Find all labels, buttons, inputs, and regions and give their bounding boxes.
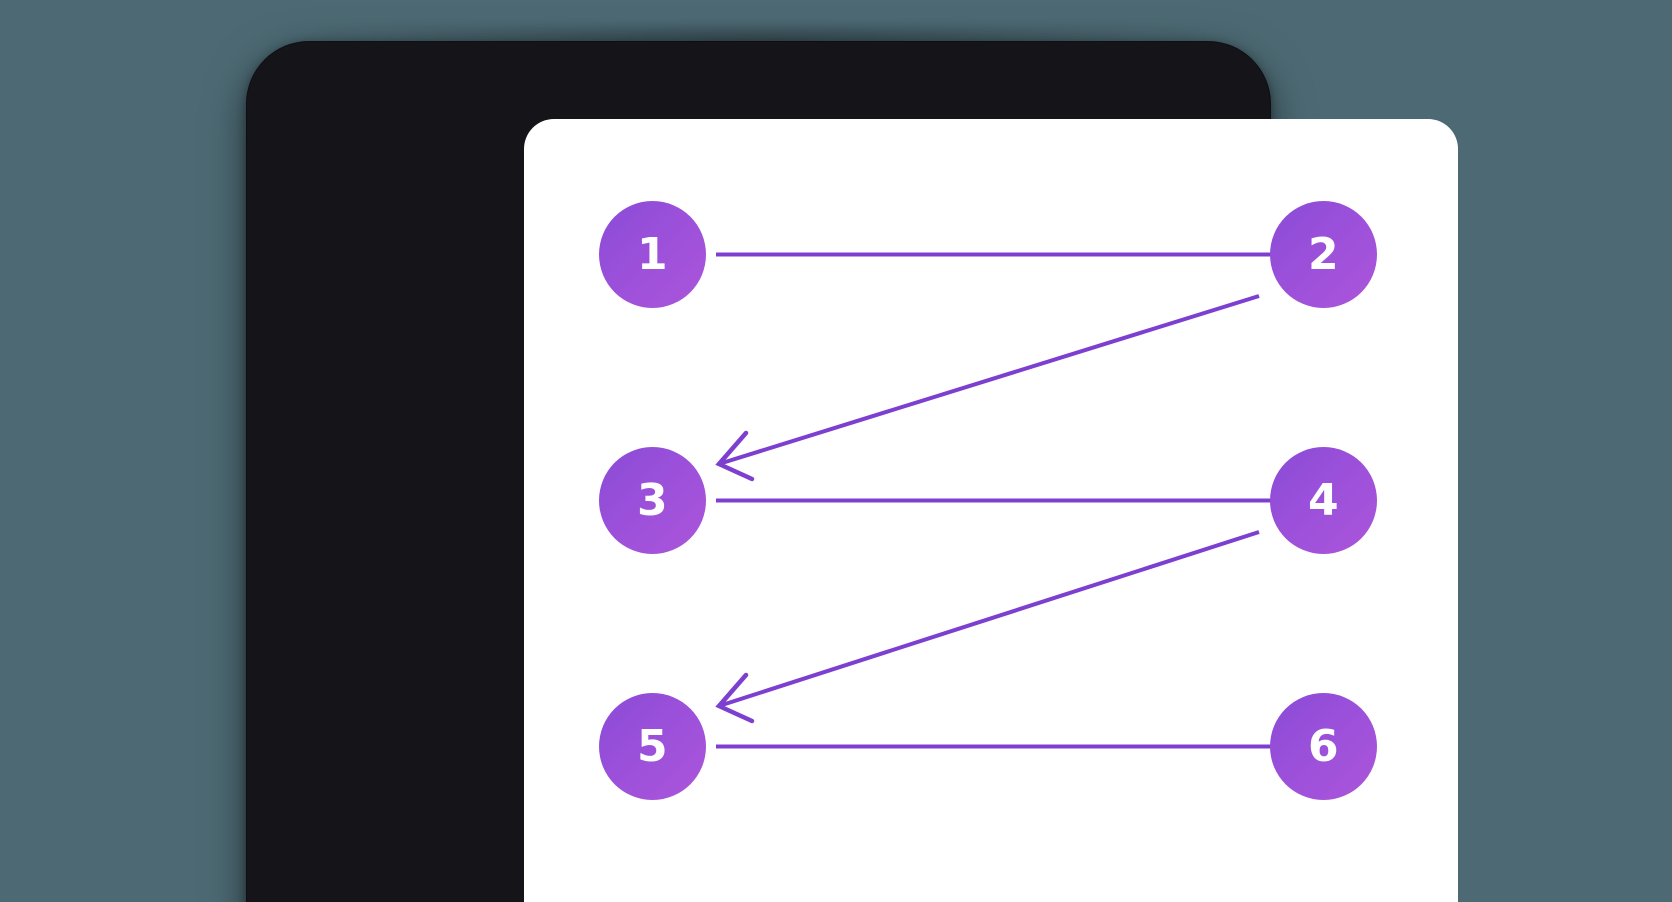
- graph-node-5-label: 5: [636, 720, 669, 772]
- graph-node-3-label: 3: [636, 474, 669, 526]
- edge-n3-n4: [716, 479, 1315, 522]
- graph-node-2[interactable]: 2: [1270, 201, 1377, 308]
- arrowhead-icon: [715, 430, 755, 482]
- graph-node-1[interactable]: 1: [599, 201, 706, 308]
- edge-n5-n6: [716, 725, 1315, 768]
- edge-n4-n5: [715, 530, 1260, 724]
- graph-node-6[interactable]: 6: [1270, 693, 1377, 800]
- node-flow-diagram: 1 2 3 4 5 6: [524, 119, 1458, 902]
- edge-n1-n2: [716, 233, 1315, 276]
- graph-node-4[interactable]: 4: [1270, 447, 1377, 554]
- graph-node-3[interactable]: 3: [599, 447, 706, 554]
- graph-node-2-label: 2: [1307, 228, 1340, 280]
- edge-n2-n3: [715, 294, 1260, 482]
- device-screen: 1 2 3 4 5 6: [524, 119, 1458, 902]
- graph-node-1-label: 1: [636, 228, 669, 280]
- device-frame-bezel: 1 2 3 4 5 6: [247, 42, 1458, 902]
- graph-node-6-label: 6: [1307, 720, 1340, 772]
- graph-node-5[interactable]: 5: [599, 693, 706, 800]
- graph-node-4-label: 4: [1307, 474, 1340, 526]
- arrowhead-icon: [715, 672, 755, 724]
